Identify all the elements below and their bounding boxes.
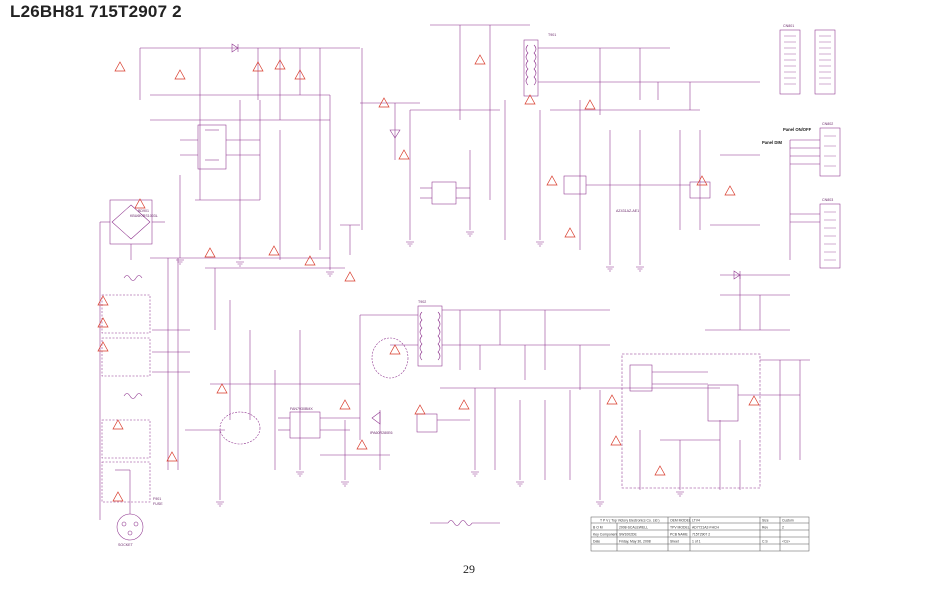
pfc-controller-ic	[197, 124, 227, 170]
title-block-date-label: Date	[593, 540, 600, 544]
title-block-model-value: LTV4	[692, 519, 700, 523]
connector-cn801-b	[814, 29, 836, 95]
connector-cn801-a	[779, 29, 801, 95]
title-block-key-component-value: SW1002DE	[619, 533, 637, 537]
title-block-tpv-model-label: TPV MODEL	[670, 526, 690, 530]
connector-label-cn801: CN801	[783, 24, 794, 28]
fuse-value-label: FUSE	[153, 502, 163, 506]
socket-label: SOCKET	[118, 543, 134, 547]
panel-dim-label: Panel DIM	[762, 140, 783, 145]
ac-socket	[116, 513, 144, 541]
optocoupler-3	[416, 413, 438, 433]
title-block-bom-label: B O M	[593, 526, 603, 530]
title-block-size-label: Size	[762, 519, 769, 523]
connector-label-cn803: CN803	[822, 198, 833, 202]
dcdc-ic	[629, 364, 653, 392]
title-block-sheet-value: 1 of 1	[692, 540, 701, 544]
bridge-value-label: KBU6K/RS1003L	[130, 214, 158, 218]
connector-cn802	[819, 127, 841, 177]
title-block-rev-label: Rev	[762, 526, 768, 530]
panel-on-off-label: Panel ON/OFF	[783, 127, 812, 132]
title-block-bom-value: 2008-SCALEWELL	[619, 526, 648, 530]
pfc-ic-label: FAN7930BMX	[290, 407, 313, 411]
ground-symbol-icon	[176, 231, 684, 507]
feedback-ic-label: AZ431AZ-AE1	[616, 209, 639, 213]
warning-triangle-icon	[97, 54, 760, 502]
title-block-cs-value: <Cs>	[782, 540, 790, 544]
bridge-ref-label: BD901	[138, 209, 149, 213]
title-block-date-value: Friday, May 30, 2008	[619, 540, 651, 544]
title-block	[590, 516, 810, 552]
title-block-pcb-name-value: 715T2907 2	[692, 533, 710, 537]
mosfet-label: IPA60R280E6	[370, 431, 393, 435]
optocoupler	[563, 175, 587, 195]
title-block-cs-label: C.S	[762, 540, 768, 544]
page-title: L26BH81 715T2907 2	[10, 2, 182, 21]
bridge-rectifier	[109, 199, 153, 245]
fuse-ref-label: F901	[153, 497, 161, 501]
title-block-pcb-name-label: PCB NAME	[670, 533, 688, 537]
title-block-sheet-label: Sheet	[670, 540, 679, 544]
connector-cn803	[819, 203, 841, 269]
title-block-company: T P V ( Top Victory Electronics Co. Ltd …	[600, 519, 660, 523]
main-transformer	[417, 305, 443, 367]
regulator-ic	[707, 384, 739, 422]
title-block-key-component-label: Key Component	[593, 533, 617, 537]
title-block-tpv-model-value: AD7721A2-FHCH	[692, 526, 719, 530]
transformer-t901-label: T901	[548, 33, 556, 37]
title-block-size-value: Custom	[782, 519, 794, 523]
title-block-rev-value: 2	[782, 526, 784, 530]
aux-transformer	[523, 39, 539, 97]
pwm-controller-ic	[289, 411, 321, 439]
title-block-model-label: OEM MODEL	[670, 519, 691, 523]
auxiliary-ic	[431, 181, 457, 205]
connector-label-cn802: CN802	[822, 122, 833, 126]
transformer-t902-label: T902	[418, 300, 426, 304]
page-number: 29	[463, 562, 475, 576]
